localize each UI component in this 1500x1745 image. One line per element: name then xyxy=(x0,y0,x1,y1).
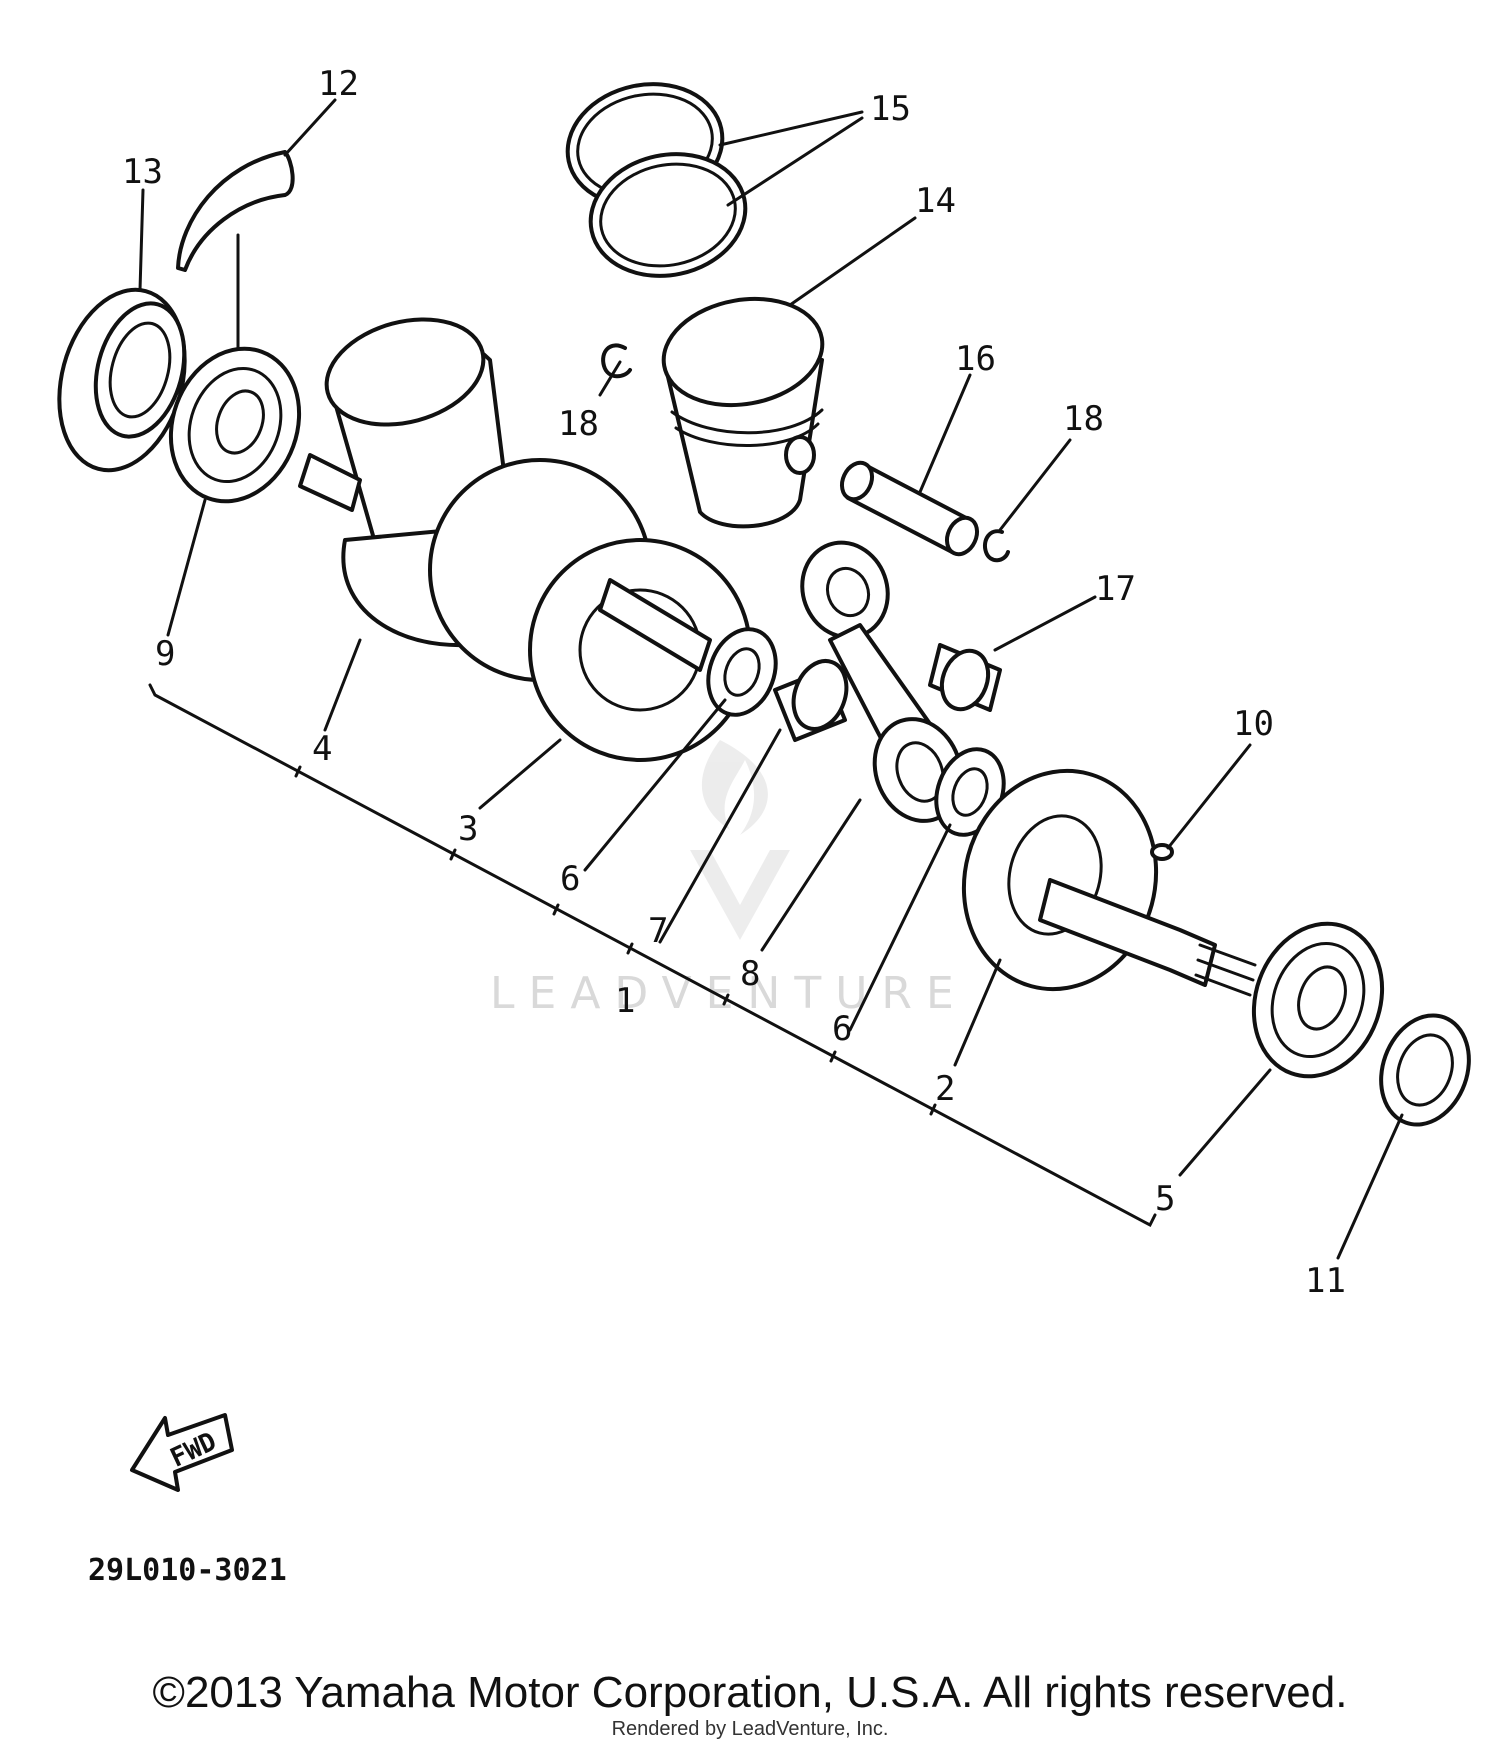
callout-9: 9 xyxy=(155,634,175,674)
diagram-code: 29L010-3021 xyxy=(88,1553,287,1588)
callout-11: 11 xyxy=(1305,1261,1346,1301)
rendered-by-note: Rendered by LeadVenture, Inc. xyxy=(611,1718,889,1740)
oil-seal-13[interactable] xyxy=(40,276,204,485)
callout-13: 13 xyxy=(122,152,163,192)
callout-3: 3 xyxy=(458,809,478,849)
callout-14: 14 xyxy=(915,181,956,221)
callout-2: 2 xyxy=(935,1069,955,1109)
callout-4: 4 xyxy=(312,729,332,769)
circlip-18-left[interactable] xyxy=(601,343,632,379)
callout-1: 1 xyxy=(615,981,635,1021)
callout-18-right: 18 xyxy=(1063,399,1104,439)
callout-18-left: 18 xyxy=(558,404,599,444)
callout-6-right: 6 xyxy=(832,1009,852,1049)
callout-10: 10 xyxy=(1233,704,1274,744)
callout-12: 12 xyxy=(318,64,359,104)
oil-seal-11[interactable] xyxy=(1366,1003,1483,1137)
callout-5: 5 xyxy=(1155,1179,1175,1219)
crank-web-right-2[interactable] xyxy=(940,749,1257,1011)
crank-web-3[interactable] xyxy=(428,458,752,762)
callout-15: 15 xyxy=(870,89,911,129)
bracket-ticks xyxy=(294,765,937,1116)
needle-bearing-17[interactable] xyxy=(928,643,1002,715)
callout-17: 17 xyxy=(1095,569,1136,609)
fwd-arrow-icon: FWD xyxy=(130,1413,234,1492)
watermark-text: LEADVENTURE xyxy=(490,968,968,1019)
ring-clip-12[interactable] xyxy=(176,150,295,272)
assembly-bracket xyxy=(148,683,1157,1228)
copyright-notice: ©2013 Yamaha Motor Corporation, U.S.A. A… xyxy=(152,1668,1348,1717)
bearing-9[interactable] xyxy=(150,330,320,519)
bearing-5[interactable] xyxy=(1233,905,1403,1094)
callout-16: 16 xyxy=(955,339,996,379)
leader-lines xyxy=(138,98,1404,1260)
piston-rings-15[interactable] xyxy=(556,70,757,290)
callout-8: 8 xyxy=(740,954,760,994)
piston-14[interactable] xyxy=(655,287,831,529)
piston-pin-16[interactable] xyxy=(836,458,982,559)
callout-7: 7 xyxy=(648,911,668,951)
circlip-18-right[interactable] xyxy=(983,529,1010,563)
watermark-logo xyxy=(690,740,790,940)
washer-6-left[interactable] xyxy=(697,620,787,725)
needle-bearing-7[interactable] xyxy=(773,654,855,742)
callout-6-left: 6 xyxy=(560,859,580,899)
